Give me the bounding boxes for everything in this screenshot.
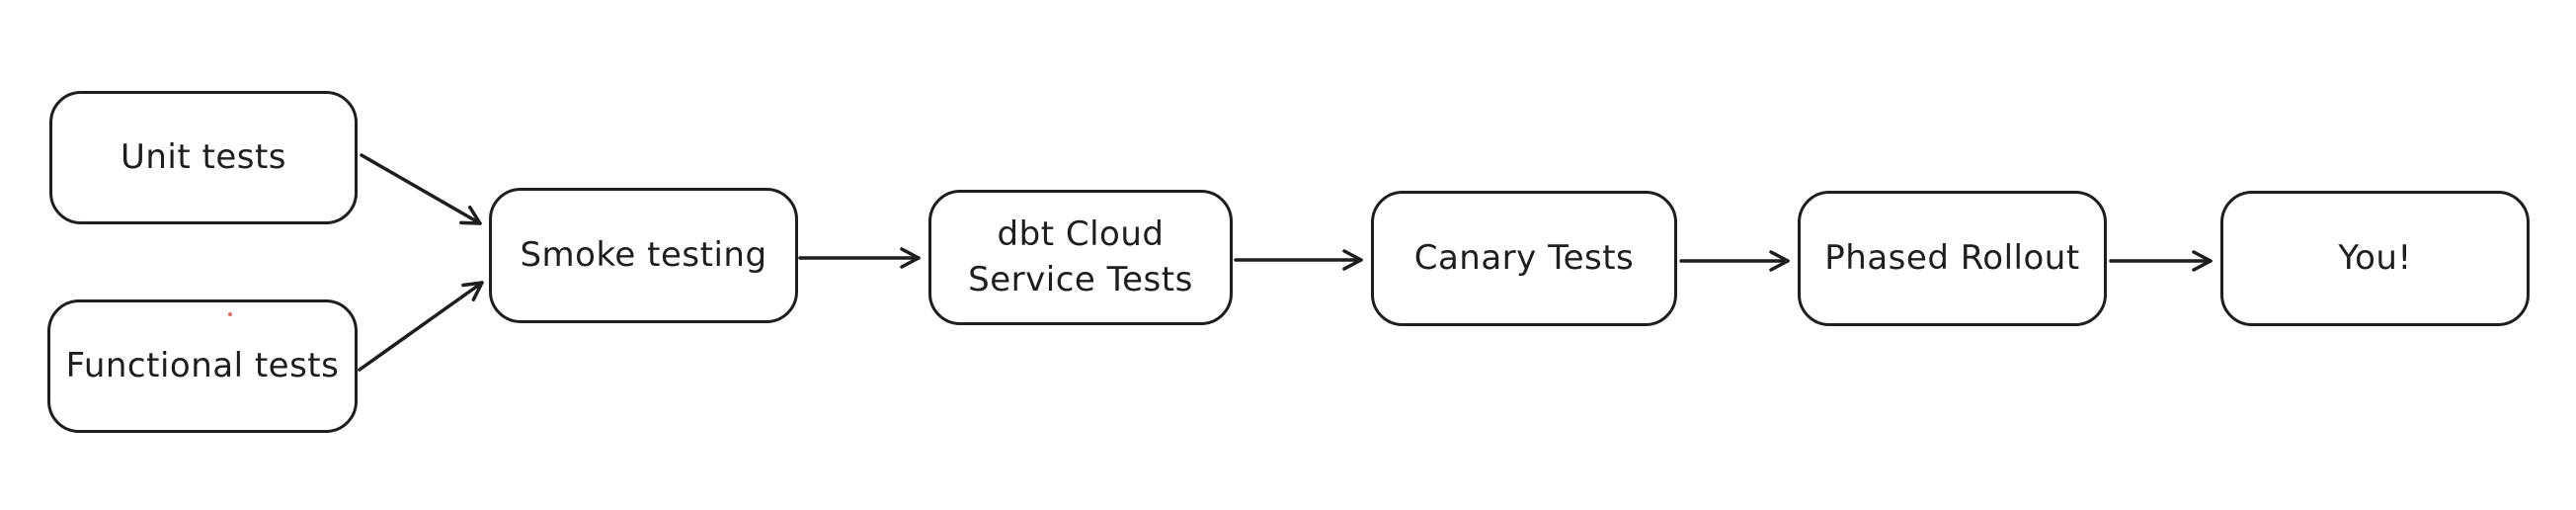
arrow-functional-tests-to-smoke-testing bbox=[358, 281, 484, 372]
node-canary-tests: Canary Tests bbox=[1371, 191, 1677, 326]
node-label: dbt Cloud Service Tests bbox=[968, 213, 1193, 299]
node-phased-rollout: Phased Rollout bbox=[1798, 191, 2107, 326]
node-unit-tests: Unit tests bbox=[49, 91, 358, 224]
node-functional-tests: Functional tests bbox=[47, 299, 358, 433]
node-smoke-testing: Smoke testing bbox=[489, 188, 798, 323]
node-label: You! bbox=[2338, 237, 2412, 278]
node-label: Smoke testing bbox=[520, 234, 767, 275]
node-dbt-cloud-service-tests: dbt Cloud Service Tests bbox=[928, 190, 1233, 325]
red-dot-artifact bbox=[228, 312, 232, 316]
node-label: Functional tests bbox=[65, 345, 340, 385]
node-label: Unit tests bbox=[120, 136, 287, 177]
node-label: Phased Rollout bbox=[1824, 237, 2080, 278]
arrow-unit-tests-to-smoke-testing bbox=[360, 153, 482, 225]
node-you: You! bbox=[2220, 191, 2530, 326]
node-label: Canary Tests bbox=[1413, 237, 1635, 278]
